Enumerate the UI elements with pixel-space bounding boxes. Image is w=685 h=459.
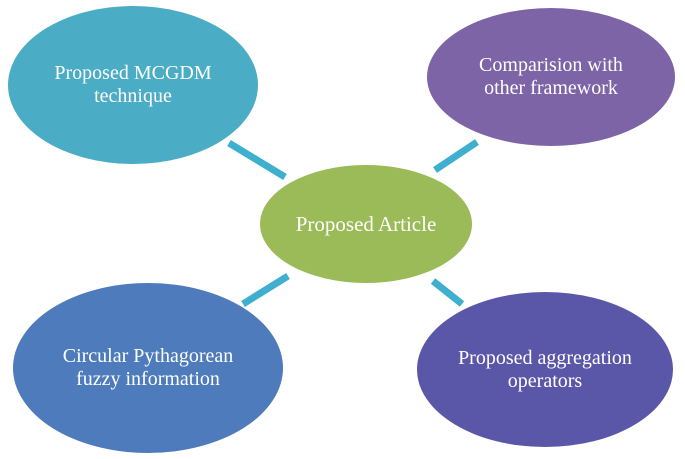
node-comparision-with-other-framework: Comparision with other framework bbox=[427, 8, 675, 146]
connector-top-right bbox=[433, 139, 479, 173]
node-proposed-mcgdm-technique: Proposed MCGDM technique bbox=[8, 6, 258, 164]
node-label-line: Proposed MCGDM bbox=[54, 62, 212, 84]
node-label-line: other framework bbox=[484, 77, 618, 99]
node-circular-pythagorean-fuzzy-information: Circular Pythagorean fuzzy information bbox=[13, 283, 283, 453]
node-label-line: operators bbox=[507, 369, 583, 392]
connector-top-left bbox=[227, 140, 287, 180]
node-label-line: fuzzy information bbox=[76, 368, 220, 390]
connector-bottom-right bbox=[430, 278, 465, 307]
node-label-line: Comparision with bbox=[479, 54, 623, 76]
node-label-line: Proposed aggregation bbox=[458, 346, 632, 369]
node-label-line: technique bbox=[94, 85, 172, 107]
node-proposed-article: Proposed Article bbox=[260, 165, 472, 283]
node-label-line: Circular Pythagorean bbox=[62, 345, 234, 367]
connector-bottom-left bbox=[241, 273, 290, 307]
node-proposed-aggregation-operators: Proposed aggregation operators bbox=[417, 292, 673, 447]
node-label-line: Proposed Article bbox=[295, 211, 437, 236]
